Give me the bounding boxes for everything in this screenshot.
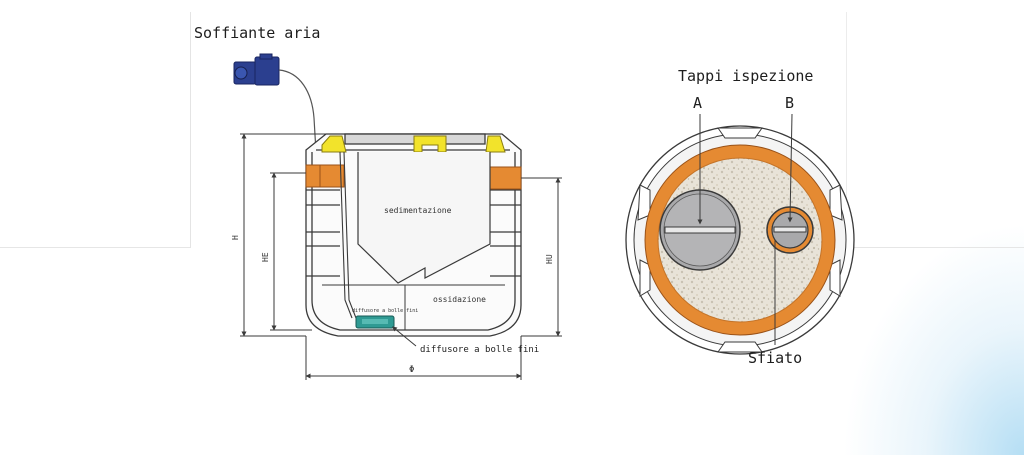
dim-h: H [231,235,240,240]
dim-diam: Φ [409,365,414,375]
label-tappi: Tappi ispezione [678,67,813,85]
panel-divider-left [0,247,190,248]
label-tappo-a: A [693,94,702,112]
label-diffusore-small: diffusore a bolle fini [352,308,418,314]
label-ossidazione: ossidazione [433,295,486,304]
inlet-pipe [305,164,345,188]
dimension-lines [240,133,562,380]
air-pipe [278,69,317,153]
label-diffusore: diffusore a bolle fini [420,345,539,355]
inspection-cap-a [659,189,741,271]
air-blower-icon [233,53,280,86]
tank-top-view [625,125,855,355]
leader-b [787,113,793,223]
label-tappo-b: B [785,94,794,112]
sedimentation-chamber [357,152,491,284]
label-soffiante: Soffiante aria [194,24,320,42]
panel-border-left [190,12,191,248]
panel-divider-right [846,247,1024,248]
diffuser-leader [392,326,417,347]
panel-border-right [846,12,847,248]
inspection-cap-b [766,206,814,254]
dim-he: HE [261,252,270,262]
label-sfiato: Sfiato [748,349,802,367]
air-downpipe [339,151,353,319]
label-sedimentazione: sedimentazione [384,206,452,215]
dim-hu: HU [545,254,554,264]
